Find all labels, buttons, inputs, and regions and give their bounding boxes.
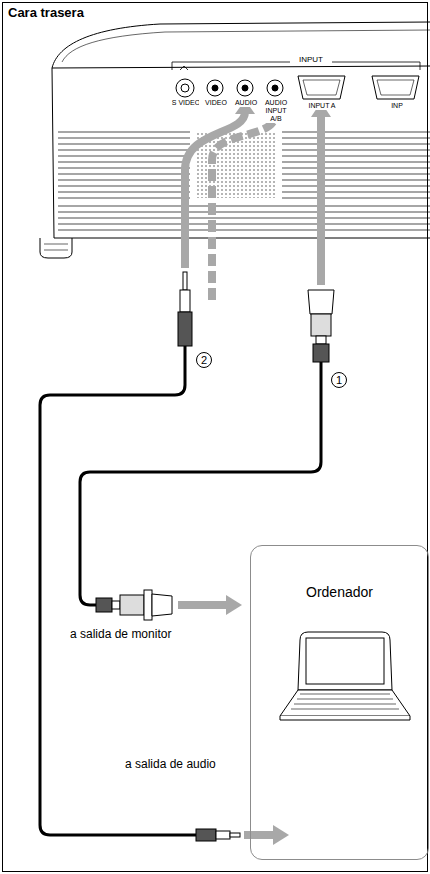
frame <box>3 3 428 872</box>
audio-cable <box>40 272 240 841</box>
callout-number: 2 <box>196 352 212 368</box>
cable-label: a salida de audio <box>125 758 216 772</box>
port-label: AUDIO INPUT A/B <box>259 99 293 123</box>
title: Cara trasera <box>8 6 84 21</box>
port-label: INPUT A <box>300 102 344 110</box>
callout-number: 1 <box>331 372 347 388</box>
cable-label: a salida de monitor <box>70 628 171 642</box>
laptop <box>280 632 410 720</box>
computer-box: Ordenador <box>250 545 429 860</box>
port-label: AUDIO <box>229 99 263 107</box>
node-label: Ordenador <box>251 584 428 600</box>
vga-cable <box>80 290 334 620</box>
port-group-label: INPUT <box>290 55 332 64</box>
port-label: INP <box>381 102 413 110</box>
port-label: VIDEO <box>199 99 233 107</box>
